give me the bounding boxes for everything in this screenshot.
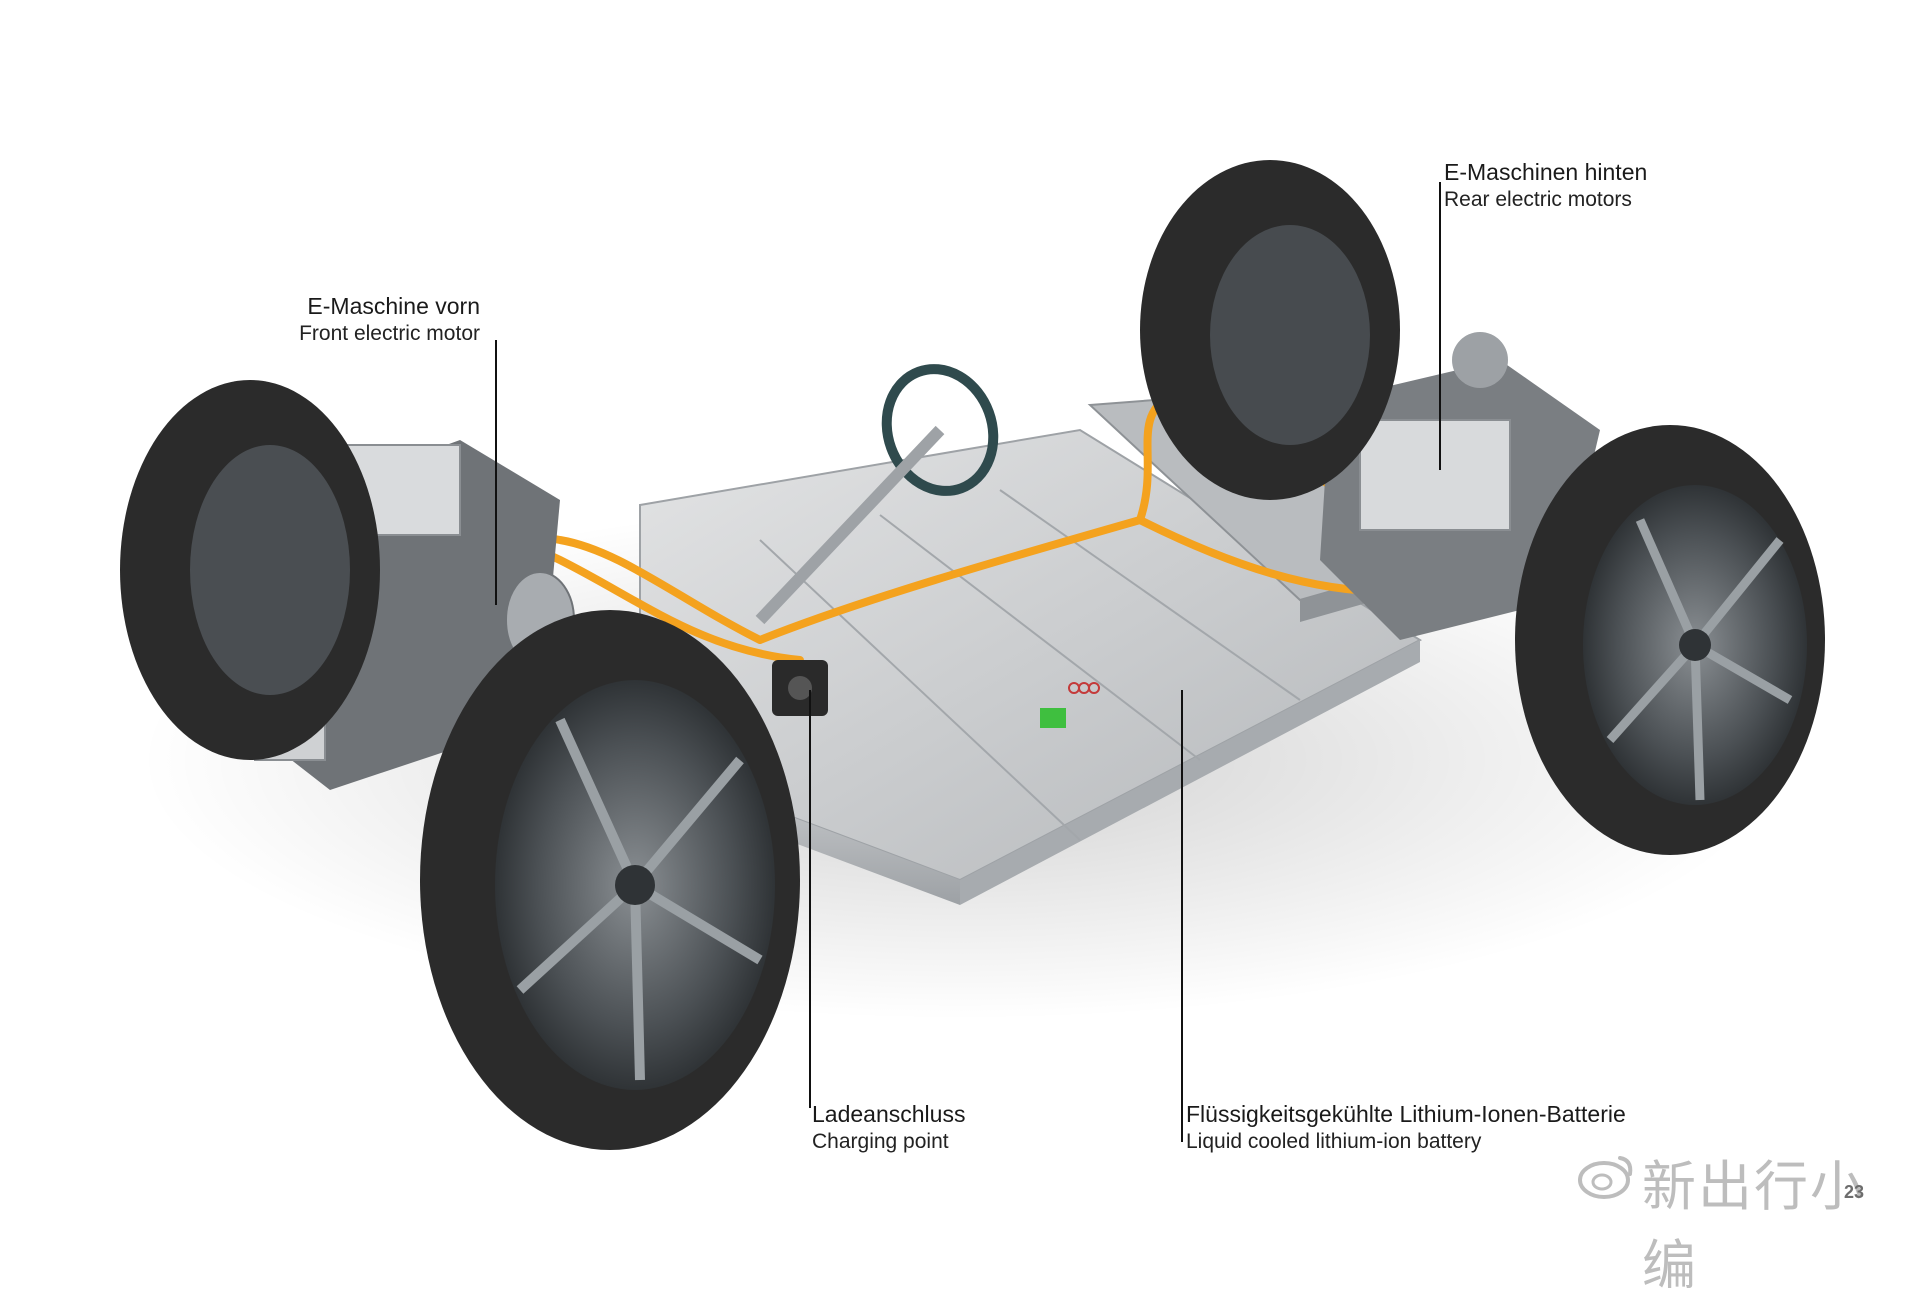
wheel-rear-right — [1515, 425, 1825, 855]
wheel-front-right — [420, 610, 800, 1150]
label-battery-de: Flüssigkeitsgekühlte Lithium-Ionen-Batte… — [1186, 1101, 1626, 1127]
charging-port — [772, 660, 828, 716]
wheel-rear-left — [1140, 160, 1400, 500]
watermark-badge: 23 — [1844, 1182, 1865, 1202]
label-charging-point-de: Ladeanschluss — [812, 1101, 966, 1127]
battery-label — [1040, 708, 1066, 728]
steering-wheel — [755, 364, 999, 625]
wheel-front-left — [120, 380, 380, 760]
ev-chassis-illustration — [120, 160, 1825, 1150]
leader-lines — [495, 182, 1441, 1142]
label-rear-motors-en: Rear electric motors — [1444, 188, 1632, 211]
label-front-motor: E-Maschine vorn Front electric motor — [230, 292, 480, 348]
label-charging-point-en: Charging point — [812, 1130, 949, 1153]
label-charging-point: Ladeanschluss Charging point — [812, 1100, 965, 1156]
label-battery: Flüssigkeitsgekühlte Lithium-Ionen-Batte… — [1186, 1100, 1626, 1156]
label-rear-motors: E-Maschinen hinten Rear electric motors — [1444, 158, 1647, 214]
label-front-motor-de: E-Maschine vorn — [307, 293, 480, 319]
watermark: 新出行小编 23 — [1574, 1140, 1914, 1296]
watermark-text: 新出行小编 — [1642, 1157, 1866, 1296]
label-battery-en: Liquid cooled lithium-ion battery — [1186, 1130, 1482, 1153]
label-rear-motors-de: E-Maschinen hinten — [1444, 159, 1648, 185]
label-front-motor-en: Front electric motor — [299, 322, 480, 345]
weibo-icon — [1578, 1156, 1633, 1199]
